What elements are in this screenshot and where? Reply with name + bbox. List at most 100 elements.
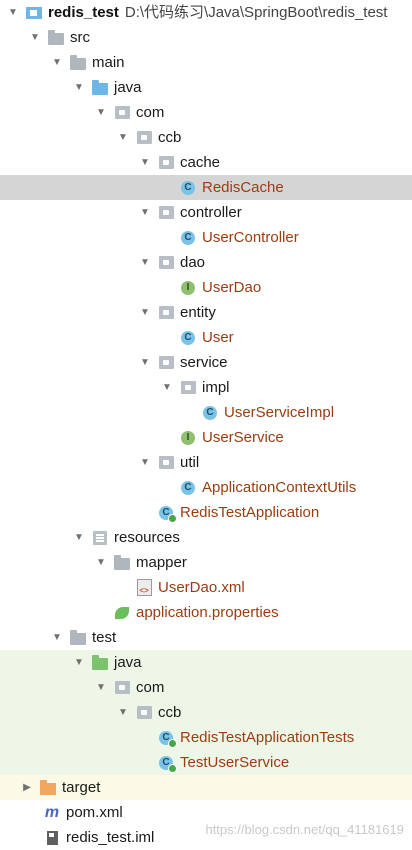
- chevron-right-icon[interactable]: ▶: [23, 782, 31, 793]
- test-class-icon: C: [158, 730, 177, 748]
- tree-node-test[interactable]: ▼ test: [0, 625, 412, 650]
- tree-node-redis-test-application[interactable]: C RedisTestApplication: [0, 500, 412, 525]
- node-label: UserServiceImpl: [224, 404, 335, 421]
- tree-node-cache[interactable]: ▼ cache: [0, 150, 412, 175]
- chevron-down-icon[interactable]: ▼: [96, 682, 106, 693]
- node-label: src: [70, 29, 90, 46]
- node-label: pom.xml: [66, 804, 123, 821]
- test-class-icon: C: [158, 755, 177, 773]
- tree-node-user-service[interactable]: I UserService: [0, 425, 412, 450]
- node-label: UserService: [202, 429, 284, 446]
- node-label: util: [180, 454, 200, 471]
- chevron-down-icon[interactable]: ▼: [30, 32, 40, 43]
- tree-node-impl[interactable]: ▼ impl: [0, 375, 412, 400]
- node-label: redis_test.iml: [66, 829, 155, 846]
- chevron-down-icon[interactable]: ▼: [162, 382, 172, 393]
- tree-node-util[interactable]: ▼ util: [0, 450, 412, 475]
- package-icon: [136, 130, 152, 146]
- class-icon: C: [202, 405, 218, 421]
- node-label: RedisTestApplication: [180, 504, 320, 521]
- node-label: target: [62, 779, 101, 796]
- tree-node-mapper[interactable]: ▼ mapper: [0, 550, 412, 575]
- chevron-down-icon[interactable]: ▼: [118, 707, 128, 718]
- node-label: RedisTestApplicationTests: [180, 729, 355, 746]
- tree-node-user-dao-xml[interactable]: <> UserDao.xml: [0, 575, 412, 600]
- chevron-down-icon[interactable]: ▼: [74, 82, 84, 93]
- chevron-down-icon[interactable]: ▼: [8, 7, 18, 18]
- tree-node-test-com[interactable]: ▼ com: [0, 675, 412, 700]
- node-label: impl: [202, 379, 230, 396]
- node-label: service: [180, 354, 228, 371]
- chevron-down-icon[interactable]: ▼: [74, 657, 84, 668]
- node-label: UserDao: [202, 279, 262, 296]
- tree-node-test-user-service[interactable]: C TestUserService: [0, 750, 412, 775]
- node-label: cache: [180, 154, 221, 171]
- tree-node-app-context-utils[interactable]: C ApplicationContextUtils: [0, 475, 412, 500]
- chevron-down-icon[interactable]: ▼: [140, 157, 150, 168]
- spring-leaf-icon: [114, 605, 130, 621]
- chevron-down-icon[interactable]: ▼: [52, 632, 62, 643]
- chevron-down-icon[interactable]: ▼: [52, 57, 62, 68]
- node-label: RedisCache: [202, 179, 284, 196]
- tree-node-test-ccb[interactable]: ▼ ccb: [0, 700, 412, 725]
- tree-node-ccb[interactable]: ▼ ccb: [0, 125, 412, 150]
- tree-node-dao[interactable]: ▼ dao: [0, 250, 412, 275]
- tree-node-controller[interactable]: ▼ controller: [0, 200, 412, 225]
- excluded-folder-icon: [40, 779, 56, 796]
- tree-node-redis-test-application-tests[interactable]: C RedisTestApplicationTests: [0, 725, 412, 750]
- chevron-down-icon[interactable]: ▼: [118, 132, 128, 143]
- node-label: UserController: [202, 229, 299, 246]
- package-icon: [158, 455, 174, 471]
- tree-node-src[interactable]: ▼ src: [0, 25, 412, 50]
- chevron-down-icon[interactable]: ▼: [96, 107, 106, 118]
- module-folder-icon: [26, 5, 42, 21]
- folder-icon: [48, 29, 64, 46]
- class-icon: C: [180, 480, 196, 496]
- tree-node-main[interactable]: ▼ main: [0, 50, 412, 75]
- tree-node-user-dao[interactable]: I UserDao: [0, 275, 412, 300]
- chevron-down-icon[interactable]: ▼: [140, 307, 150, 318]
- chevron-down-icon[interactable]: ▼: [140, 357, 150, 368]
- node-label: UserDao.xml: [158, 579, 245, 596]
- class-icon: C: [180, 180, 196, 196]
- iml-file-icon: [44, 830, 60, 846]
- tree-node-resources[interactable]: ▼ resources: [0, 525, 412, 550]
- chevron-down-icon[interactable]: ▼: [96, 557, 106, 568]
- interface-icon: I: [180, 280, 196, 296]
- tree-node-entity[interactable]: ▼ entity: [0, 300, 412, 325]
- node-label: resources: [114, 529, 180, 546]
- tree-node-project[interactable]: ▼ redis_test D:\代码练习\Java\SpringBoot\red…: [0, 0, 412, 25]
- folder-icon: [70, 629, 86, 646]
- tree-node-redis-cache[interactable]: C RedisCache: [0, 175, 412, 200]
- node-label: controller: [180, 204, 242, 221]
- node-label: application.properties: [136, 604, 279, 621]
- tree-node-user[interactable]: C User: [0, 325, 412, 350]
- tree-node-com[interactable]: ▼ com: [0, 100, 412, 125]
- package-icon: [180, 380, 196, 396]
- package-icon: [114, 680, 130, 696]
- node-label: java: [114, 654, 142, 671]
- chevron-down-icon[interactable]: ▼: [140, 457, 150, 468]
- node-label: dao: [180, 254, 206, 271]
- package-icon: [114, 105, 130, 121]
- package-icon: [158, 355, 174, 371]
- tree-node-iml[interactable]: redis_test.iml: [0, 825, 412, 850]
- package-icon: [158, 305, 174, 321]
- tree-node-application-properties[interactable]: application.properties: [0, 600, 412, 625]
- node-label: entity: [180, 304, 216, 321]
- chevron-down-icon[interactable]: ▼: [74, 532, 84, 543]
- tree-node-test-java[interactable]: ▼ java: [0, 650, 412, 675]
- tree-node-user-service-impl[interactable]: C UserServiceImpl: [0, 400, 412, 425]
- node-label: TestUserService: [180, 754, 290, 771]
- tree-node-user-controller[interactable]: C UserController: [0, 225, 412, 250]
- node-label: java: [114, 79, 142, 96]
- node-label: User: [202, 329, 234, 346]
- tree-node-pom[interactable]: m pom.xml: [0, 800, 412, 825]
- chevron-down-icon[interactable]: ▼: [140, 207, 150, 218]
- tree-node-service[interactable]: ▼ service: [0, 350, 412, 375]
- chevron-down-icon[interactable]: ▼: [140, 257, 150, 268]
- tree-node-target[interactable]: ▶ target: [0, 775, 412, 800]
- tree-node-java[interactable]: ▼ java: [0, 75, 412, 100]
- node-label: test: [92, 629, 117, 646]
